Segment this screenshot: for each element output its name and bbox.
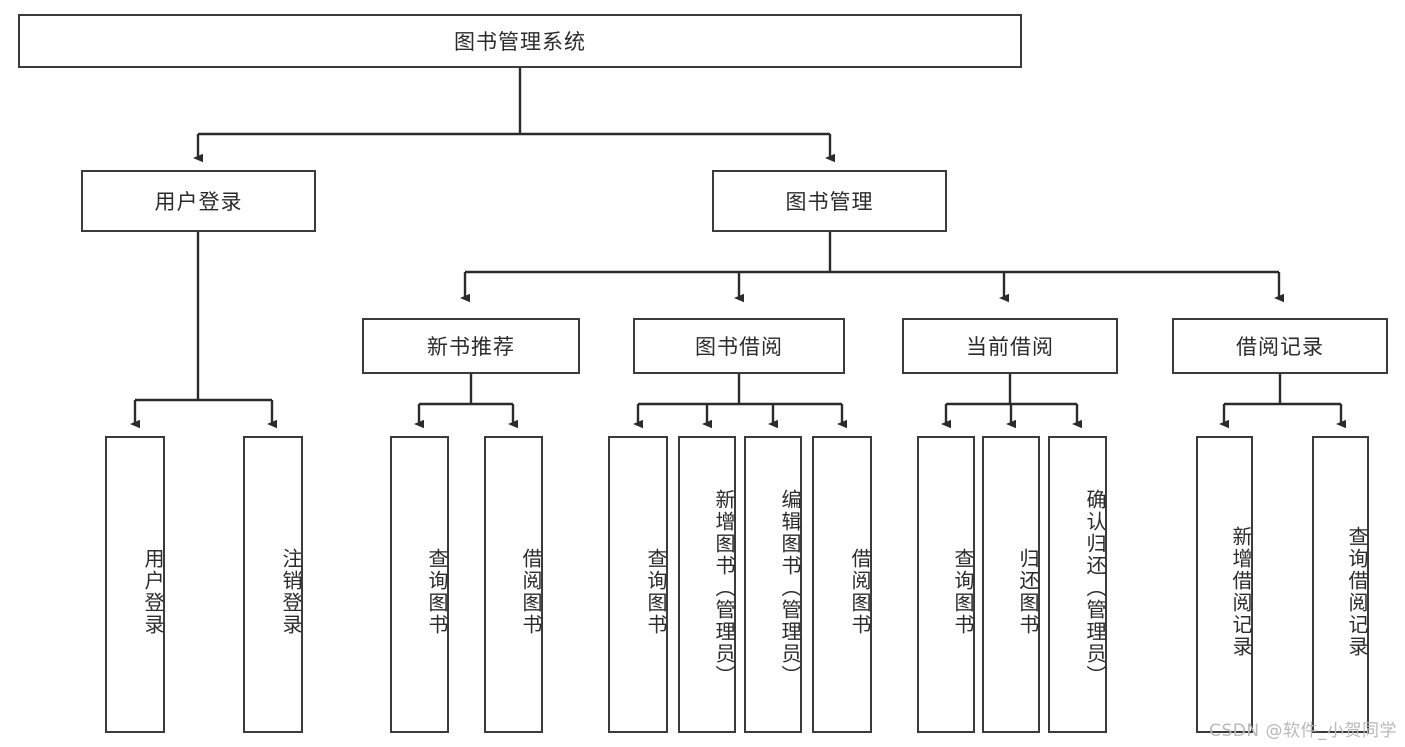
leaf-borrow-record-query[interactable]: 查询借阅记录 (1312, 436, 1369, 733)
leaf-label: 确认归还（管理员） (1083, 488, 1107, 687)
leaf-user-login-logout[interactable]: 注销登录 (243, 436, 303, 733)
leaf-borrow-record-add[interactable]: 新增借阅记录 (1196, 436, 1253, 733)
leaf-label: 查询图书 (644, 547, 668, 636)
node-book-management[interactable]: 图书管理 (712, 170, 947, 232)
leaf-label: 新增图书（管理员） (712, 488, 736, 687)
leaf-user-login-login[interactable]: 用户登录 (105, 436, 165, 733)
leaf-label: 借阅图书 (519, 547, 543, 636)
node-book-borrow[interactable]: 图书借阅 (633, 318, 845, 374)
leaf-current-borrow-query[interactable]: 查询图书 (917, 436, 975, 733)
node-root-label: 图书管理系统 (454, 30, 586, 54)
leaf-current-borrow-confirm-return[interactable]: 确认归还（管理员） (1048, 436, 1107, 733)
leaf-label: 查询图书 (425, 547, 449, 636)
node-borrow-record[interactable]: 借阅记录 (1172, 318, 1388, 374)
node-book-management-label: 图书管理 (785, 190, 874, 214)
node-current-borrow[interactable]: 当前借阅 (902, 318, 1118, 374)
leaf-label: 编辑图书（管理员） (778, 488, 802, 687)
leaf-label: 注销登录 (279, 547, 303, 636)
leaf-label: 查询图书 (951, 547, 975, 636)
leaf-book-borrow-borrow[interactable]: 借阅图书 (812, 436, 872, 733)
leaf-label: 借阅图书 (848, 547, 872, 636)
node-book-borrow-label: 图书借阅 (695, 335, 783, 359)
leaf-label: 归还图书 (1016, 547, 1040, 636)
leaf-new-book-borrow[interactable]: 借阅图书 (484, 436, 543, 733)
leaf-label: 查询借阅记录 (1345, 525, 1369, 658)
node-new-book-recommend[interactable]: 新书推荐 (362, 318, 580, 374)
leaf-current-borrow-return[interactable]: 归还图书 (982, 436, 1040, 733)
leaf-label: 新增借阅记录 (1229, 525, 1253, 658)
node-current-borrow-label: 当前借阅 (966, 335, 1054, 359)
leaf-book-borrow-add[interactable]: 新增图书（管理员） (678, 436, 736, 733)
node-root[interactable]: 图书管理系统 (18, 14, 1022, 68)
csdn-watermark: CSDN @软件_小贺同学 (1209, 721, 1397, 741)
leaf-book-borrow-query[interactable]: 查询图书 (608, 436, 668, 733)
node-user-login[interactable]: 用户登录 (81, 170, 316, 232)
node-borrow-record-label: 借阅记录 (1236, 335, 1324, 359)
leaf-label: 用户登录 (141, 547, 165, 636)
node-user-login-label: 用户登录 (154, 190, 243, 214)
node-new-book-recommend-label: 新书推荐 (427, 335, 515, 359)
leaf-book-borrow-edit[interactable]: 编辑图书（管理员） (744, 436, 802, 733)
leaf-new-book-query[interactable]: 查询图书 (390, 436, 449, 733)
